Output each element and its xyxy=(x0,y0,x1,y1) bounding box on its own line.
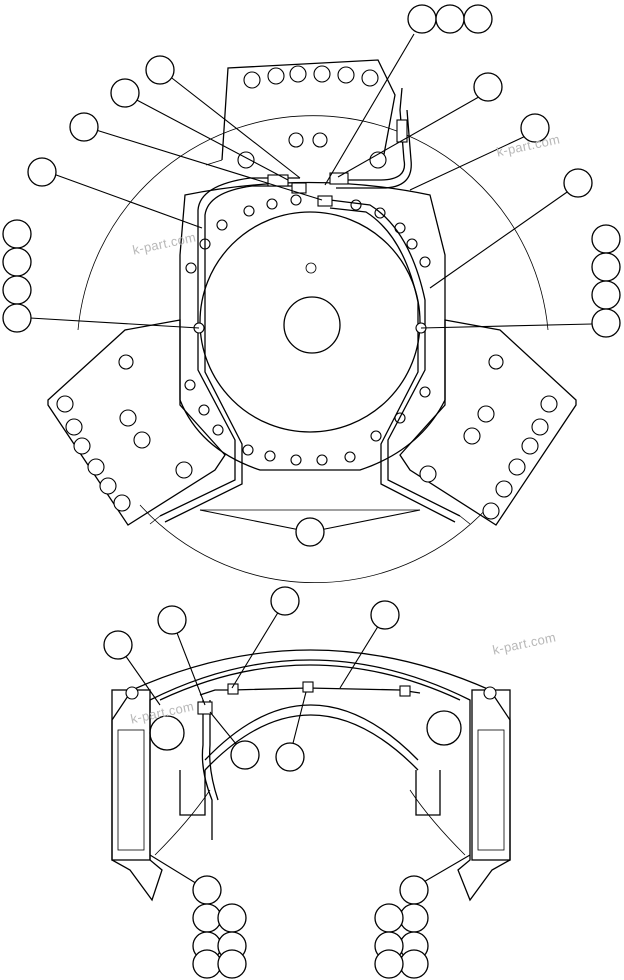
bottom-view-callouts xyxy=(103,586,429,979)
left-lobe-bolts xyxy=(56,354,193,512)
right-lobe-plate xyxy=(399,319,577,526)
callout-bubble[interactable] xyxy=(295,517,325,547)
top-hose xyxy=(159,664,461,701)
callout-bubble[interactable] xyxy=(270,586,300,616)
callout-bubble[interactable] xyxy=(157,605,187,635)
callout-bubble[interactable] xyxy=(370,600,400,630)
upper-bolt-row xyxy=(237,65,387,169)
callout-bubble[interactable] xyxy=(69,112,99,142)
callout-bubble[interactable] xyxy=(192,875,222,905)
left-roller xyxy=(149,715,185,751)
right-lobe-bolts xyxy=(419,354,558,520)
callout-bubble[interactable] xyxy=(591,224,621,254)
callout-bubble[interactable] xyxy=(217,903,247,933)
center-hole xyxy=(283,296,341,354)
callout-bubble[interactable] xyxy=(435,4,465,34)
callout-bubble[interactable] xyxy=(230,740,260,770)
callout-bubble[interactable] xyxy=(563,168,593,198)
callout-bubble[interactable] xyxy=(520,113,550,143)
hose-lines xyxy=(149,87,471,525)
top-view-leaders xyxy=(29,33,593,533)
callout-bubble[interactable] xyxy=(399,875,429,905)
callout-bubble[interactable] xyxy=(463,4,493,34)
callout-bubble[interactable] xyxy=(217,949,247,979)
callout-bubble[interactable] xyxy=(103,630,133,660)
callout-bubble[interactable] xyxy=(110,78,140,108)
top-view-callouts xyxy=(2,4,621,547)
top-view-assembly xyxy=(47,59,577,583)
callout-bubble[interactable] xyxy=(192,949,222,979)
callout-bubble[interactable] xyxy=(275,742,305,772)
bottom-view-assembly xyxy=(111,649,511,902)
upper-bracket xyxy=(221,59,396,166)
swing-circle-outline xyxy=(77,115,549,331)
callout-bubble[interactable] xyxy=(27,157,57,187)
callout-bubble[interactable] xyxy=(591,252,621,282)
right-roller xyxy=(426,710,462,746)
callout-bubble[interactable] xyxy=(2,247,32,277)
callout-bubble[interactable] xyxy=(374,949,404,979)
callout-bubble[interactable] xyxy=(145,55,175,85)
center-ring xyxy=(199,211,421,433)
callout-bubble[interactable] xyxy=(374,903,404,933)
callout-bubble[interactable] xyxy=(192,903,222,933)
bolt-ring xyxy=(184,194,431,466)
fittings xyxy=(193,119,427,334)
callout-bubble[interactable] xyxy=(2,303,32,333)
callout-bubble[interactable] xyxy=(591,308,621,338)
callout-bubble[interactable] xyxy=(399,949,429,979)
callout-bubble[interactable] xyxy=(399,903,429,933)
callout-bubble[interactable] xyxy=(2,219,32,249)
callout-bubble[interactable] xyxy=(2,275,32,305)
callout-bubble[interactable] xyxy=(473,72,503,102)
arched-frame xyxy=(111,649,511,902)
callout-bubble[interactable] xyxy=(591,280,621,310)
callout-bubble[interactable] xyxy=(407,4,437,34)
